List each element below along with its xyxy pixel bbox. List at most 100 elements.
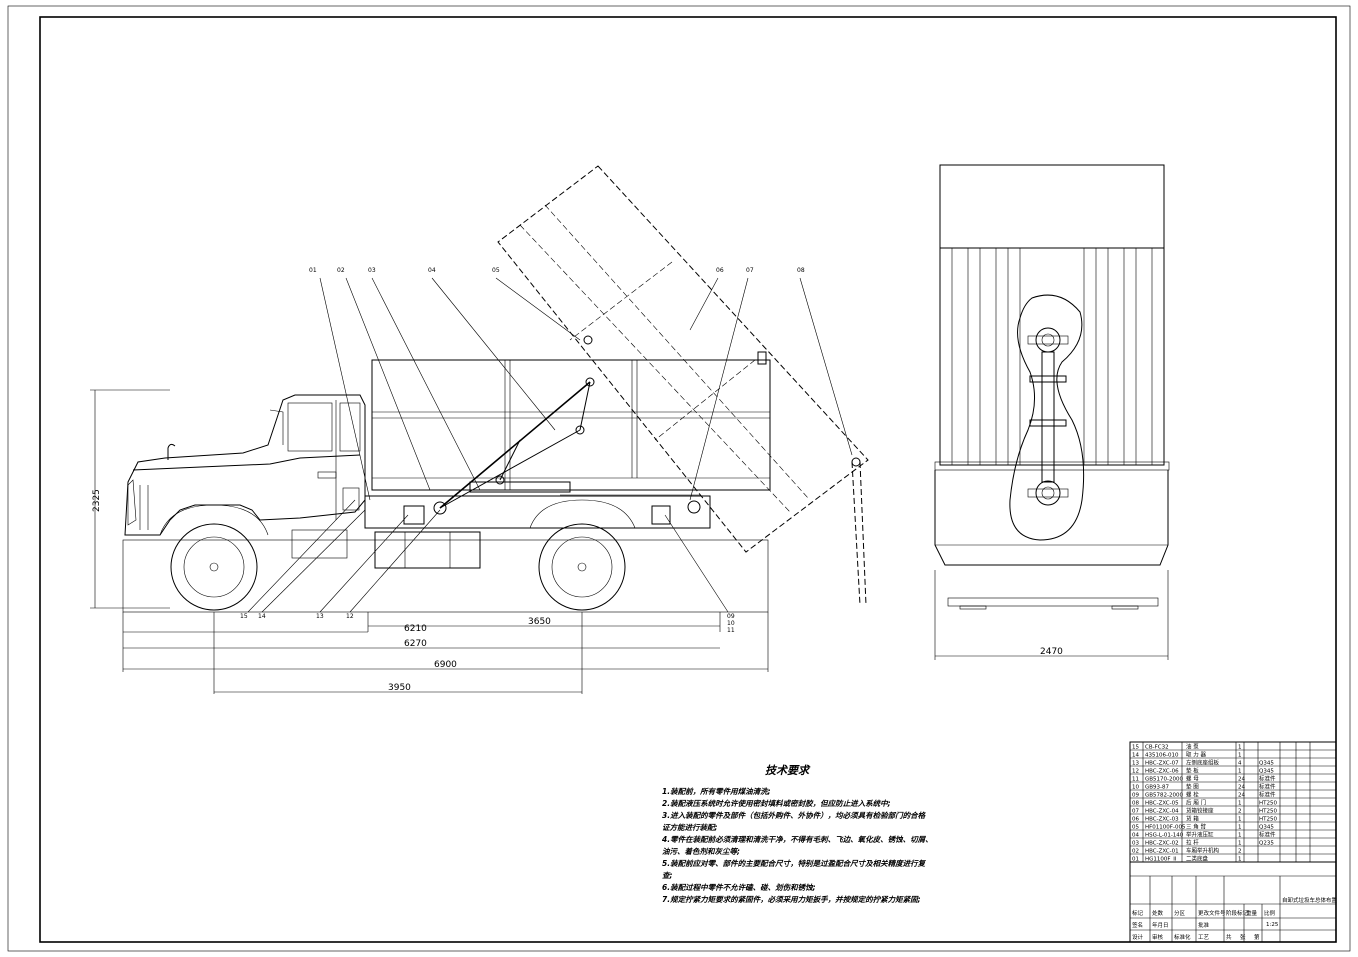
tb-label-2: 分区 bbox=[1174, 909, 1186, 917]
technical-requirements: 技术要求 1.装配前，所有零件用煤油清洗; 2.装配液压系统时允许使用密封填料或… bbox=[662, 764, 933, 904]
tb-label-4: 签名 bbox=[1132, 921, 1143, 929]
bom-cell-name: 油 泵 bbox=[1186, 743, 1199, 751]
title-block: 自卸式垃圾车总体布置 1:25 标记 处数 分区 更改文件号 签名 年月日 设计… bbox=[1129, 861, 1338, 943]
bom-cell-mat: HT250 bbox=[1259, 801, 1277, 807]
bom-cell-name: 举升液压缸 bbox=[1186, 831, 1214, 839]
tb-label-5: 年月日 bbox=[1152, 921, 1169, 929]
tb-label-3: 更改文件号 bbox=[1198, 909, 1226, 917]
callout-08: 08 bbox=[797, 267, 805, 274]
bom-cell-qty: 1 bbox=[1238, 769, 1242, 775]
bom-cell-name: 车厢举升机构 bbox=[1186, 847, 1220, 855]
bom-cell-code: GB5782-2000 bbox=[1145, 793, 1184, 799]
bom-cell-mat: HT250 bbox=[1259, 809, 1277, 815]
truck-cab bbox=[124, 394, 366, 559]
tb-label-11: 阶段标记 bbox=[1226, 909, 1249, 917]
rear-wheel bbox=[538, 523, 626, 611]
rear-door-open bbox=[757, 351, 867, 606]
bom-cell-qty: 24 bbox=[1238, 785, 1245, 791]
callout-12: 12 bbox=[346, 613, 354, 620]
bom-cell-mat: Q345 bbox=[1259, 769, 1274, 775]
note-line-10: 7.规定拧紧力矩要求的紧固件，必须采用力矩扳手，并按规定的拧紧力矩紧固; bbox=[662, 895, 921, 904]
tb-label-16: 第 bbox=[1254, 933, 1260, 941]
side-view: 01 02 03 04 05 06 07 08 09 10 11 12 13 1… bbox=[90, 165, 869, 694]
bom-cell-name: 三 角 臂 bbox=[1186, 823, 1206, 831]
callout-05: 05 bbox=[492, 267, 500, 274]
bom-cell-mat: Q235 bbox=[1259, 841, 1274, 847]
callout-11: 11 bbox=[727, 627, 735, 634]
bom-cell-qty: 2 bbox=[1238, 809, 1242, 815]
bom-cell-code: GB93-87 bbox=[1145, 785, 1170, 791]
bom-cell-name: 货箱铰接座 bbox=[1186, 807, 1214, 815]
bom-cell-no: 11 bbox=[1132, 777, 1139, 783]
bom-cell-no: 15 bbox=[1132, 745, 1139, 751]
note-line-3: 3.进入装配的零件及部件（包括外购件、外协件），均必须具有检验部门的合格 bbox=[662, 811, 927, 820]
bom-cell-code: 435106-010 bbox=[1145, 753, 1179, 759]
front-wheel bbox=[170, 523, 258, 611]
callout-15: 15 bbox=[240, 613, 248, 620]
bom-cell-name: 螺 栓 bbox=[1186, 791, 1199, 799]
note-line-8: 查; bbox=[662, 871, 673, 880]
lifting-arm-rear bbox=[1009, 294, 1085, 541]
dim-height: 2325 bbox=[92, 489, 102, 512]
bom-cell-name: 垫 圈 bbox=[1186, 783, 1199, 791]
bom-cell-qty: 1 bbox=[1238, 745, 1242, 751]
callout-01: 01 bbox=[309, 267, 317, 274]
tb-label-0: 标记 bbox=[1132, 909, 1144, 917]
bom-cell-qty: 1 bbox=[1238, 825, 1242, 831]
bom-cell-name: 后 厢 门 bbox=[1186, 799, 1206, 807]
dim-width: 2470 bbox=[1040, 647, 1063, 657]
callout-04: 04 bbox=[428, 267, 436, 274]
notes-title: 技术要求 bbox=[765, 764, 811, 777]
rear-panel-ribs bbox=[951, 248, 1153, 465]
bom-cell-no: 05 bbox=[1132, 825, 1139, 831]
bom-cell-code: HSG-L-01-140 bbox=[1145, 833, 1184, 839]
bom-cell-name: 拉 杆 bbox=[1186, 839, 1199, 847]
bom-cell-mat: 标准件 bbox=[1259, 783, 1276, 791]
bom-cell-code: HG1100F_II bbox=[1145, 857, 1177, 863]
bom-cell-code: HBC-ZXC-05 bbox=[1145, 801, 1179, 807]
cargo-box-lowered bbox=[371, 359, 771, 491]
dim-6270: 6270 bbox=[404, 639, 427, 649]
bom-cell-mat: 标准件 bbox=[1259, 775, 1276, 783]
bom-cell-name: 货 箱 bbox=[1186, 815, 1199, 823]
tb-label-1: 处数 bbox=[1152, 909, 1164, 917]
bom-cell-no: 04 bbox=[1132, 833, 1139, 839]
bom-cell-no: 03 bbox=[1132, 841, 1139, 847]
note-line-1: 1.装配前，所有零件用煤油清洗; bbox=[662, 787, 771, 796]
tb-label-12: 重量 bbox=[1246, 909, 1258, 917]
callout-09: 09 bbox=[727, 613, 735, 620]
bom-cell-no: 09 bbox=[1132, 793, 1139, 799]
callout-06: 06 bbox=[716, 267, 724, 274]
bom-cell-qty: 24 bbox=[1238, 793, 1245, 799]
tb-label-7: 标准化 bbox=[1174, 933, 1191, 941]
note-line-4: 证方能进行装配; bbox=[662, 823, 718, 832]
lifting-mechanism bbox=[433, 335, 701, 515]
bom-cell-name: 垫 板 bbox=[1186, 767, 1199, 775]
drawing-title: 自卸式垃圾车总体布置 bbox=[1282, 896, 1338, 904]
inner-frame bbox=[39, 16, 1337, 943]
bom-cell-qty: 4 bbox=[1238, 761, 1242, 767]
callout-02: 02 bbox=[337, 267, 345, 274]
bom-cell-qty: 1 bbox=[1238, 833, 1242, 839]
bom-cell-name: 二类底盘 bbox=[1186, 855, 1209, 863]
bom-cell-code: HBC-ZXC-02 bbox=[1145, 841, 1179, 847]
callout-14: 14 bbox=[258, 613, 266, 620]
callout-07: 07 bbox=[746, 267, 754, 274]
bom-cell-no: 07 bbox=[1132, 809, 1139, 815]
bom-cell-mat: Q345 bbox=[1259, 825, 1274, 831]
bom-cell-no: 01 bbox=[1132, 857, 1139, 863]
dimension-lines bbox=[90, 389, 769, 694]
tb-label-6: 设计 bbox=[1132, 933, 1144, 941]
bom-cell-qty: 24 bbox=[1238, 777, 1245, 783]
dim-6210: 6210 bbox=[404, 624, 427, 634]
bom-cell-no: 02 bbox=[1132, 849, 1139, 855]
bom-cell-no: 08 bbox=[1132, 801, 1139, 807]
callout-13: 13 bbox=[316, 613, 324, 620]
note-line-7: 5.装配前应对零、部件的主要配合尺寸，特别是过盈配合尺寸及相关精度进行复 bbox=[662, 859, 927, 868]
bom-cell-code: HBC-ZXC-04 bbox=[1145, 809, 1179, 815]
bom-cell-qty: 1 bbox=[1238, 801, 1242, 807]
note-line-5: 4.零件在装配前必须清理和清洗干净，不得有毛刺、飞边、氧化皮、锈蚀、切屑、 bbox=[662, 835, 933, 844]
mounting-plate-rear bbox=[651, 505, 671, 525]
